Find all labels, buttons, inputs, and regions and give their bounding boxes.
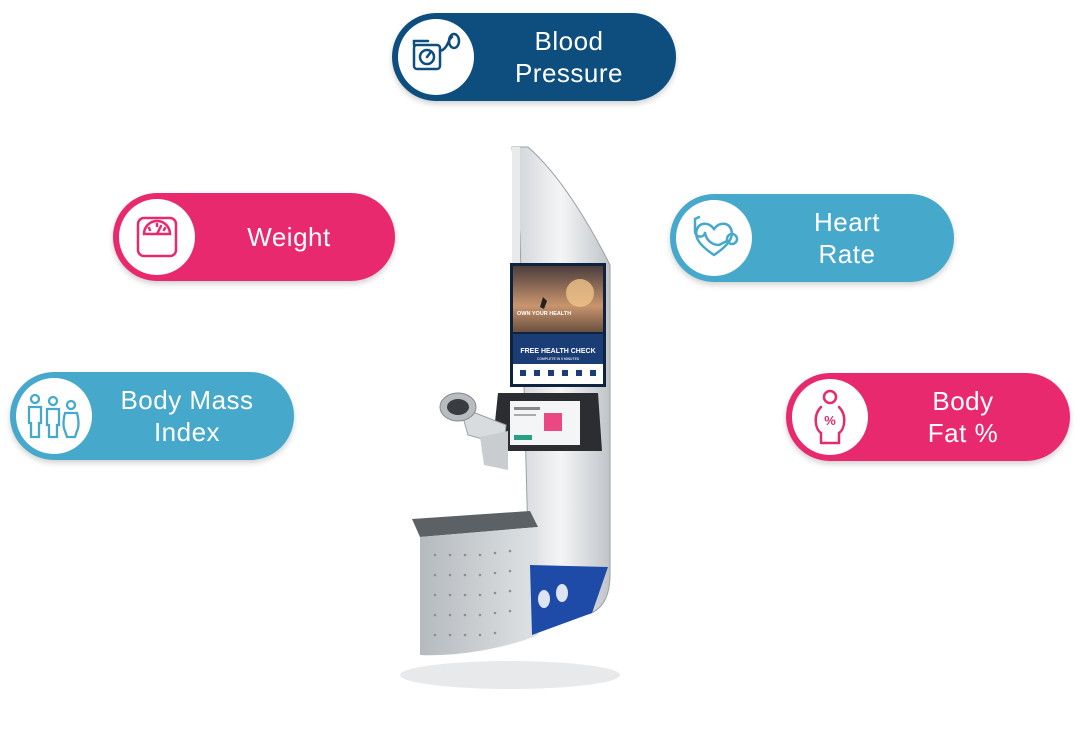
weight-label: Weight bbox=[247, 222, 331, 252]
blood-pressure-label-1: Blood bbox=[534, 26, 604, 56]
body-fat-label-1: Body bbox=[932, 386, 994, 416]
heart-stethoscope-icon bbox=[693, 215, 739, 257]
svg-text:%: % bbox=[824, 413, 836, 428]
body-percent-icon: % bbox=[814, 389, 846, 445]
blood-pressure-badge: Blood Pressure bbox=[392, 13, 676, 101]
people-group-icon bbox=[27, 393, 80, 439]
heart-rate-badge: Heart Rate bbox=[670, 194, 954, 282]
screen-banner: FREE HEALTH CHECK bbox=[520, 348, 595, 355]
bmi-label-2: Index bbox=[153, 417, 221, 447]
weight-badge: Weight bbox=[113, 193, 395, 281]
screen-headline: OWN YOUR HEALTH bbox=[517, 311, 571, 317]
health-kiosk-image: OWN YOUR HEALTH FREE HEALTH CHECK COMPLE… bbox=[400, 146, 620, 689]
scale-icon bbox=[136, 216, 178, 258]
heart-rate-label-2: Rate bbox=[818, 239, 876, 269]
blood-pressure-cuff-icon bbox=[412, 32, 461, 71]
body-fat-badge: % Body Fat % bbox=[786, 373, 1070, 461]
bmi-label-1: Body Mass bbox=[120, 385, 254, 415]
blood-pressure-label-2: Pressure bbox=[514, 58, 624, 88]
screen-subbanner: COMPLETE IN 5 MINUTES bbox=[537, 357, 580, 361]
bmi-badge: Body Mass Index bbox=[10, 372, 294, 460]
body-fat-label-2: Fat % bbox=[927, 418, 999, 448]
heart-rate-label-1: Heart bbox=[813, 207, 881, 237]
